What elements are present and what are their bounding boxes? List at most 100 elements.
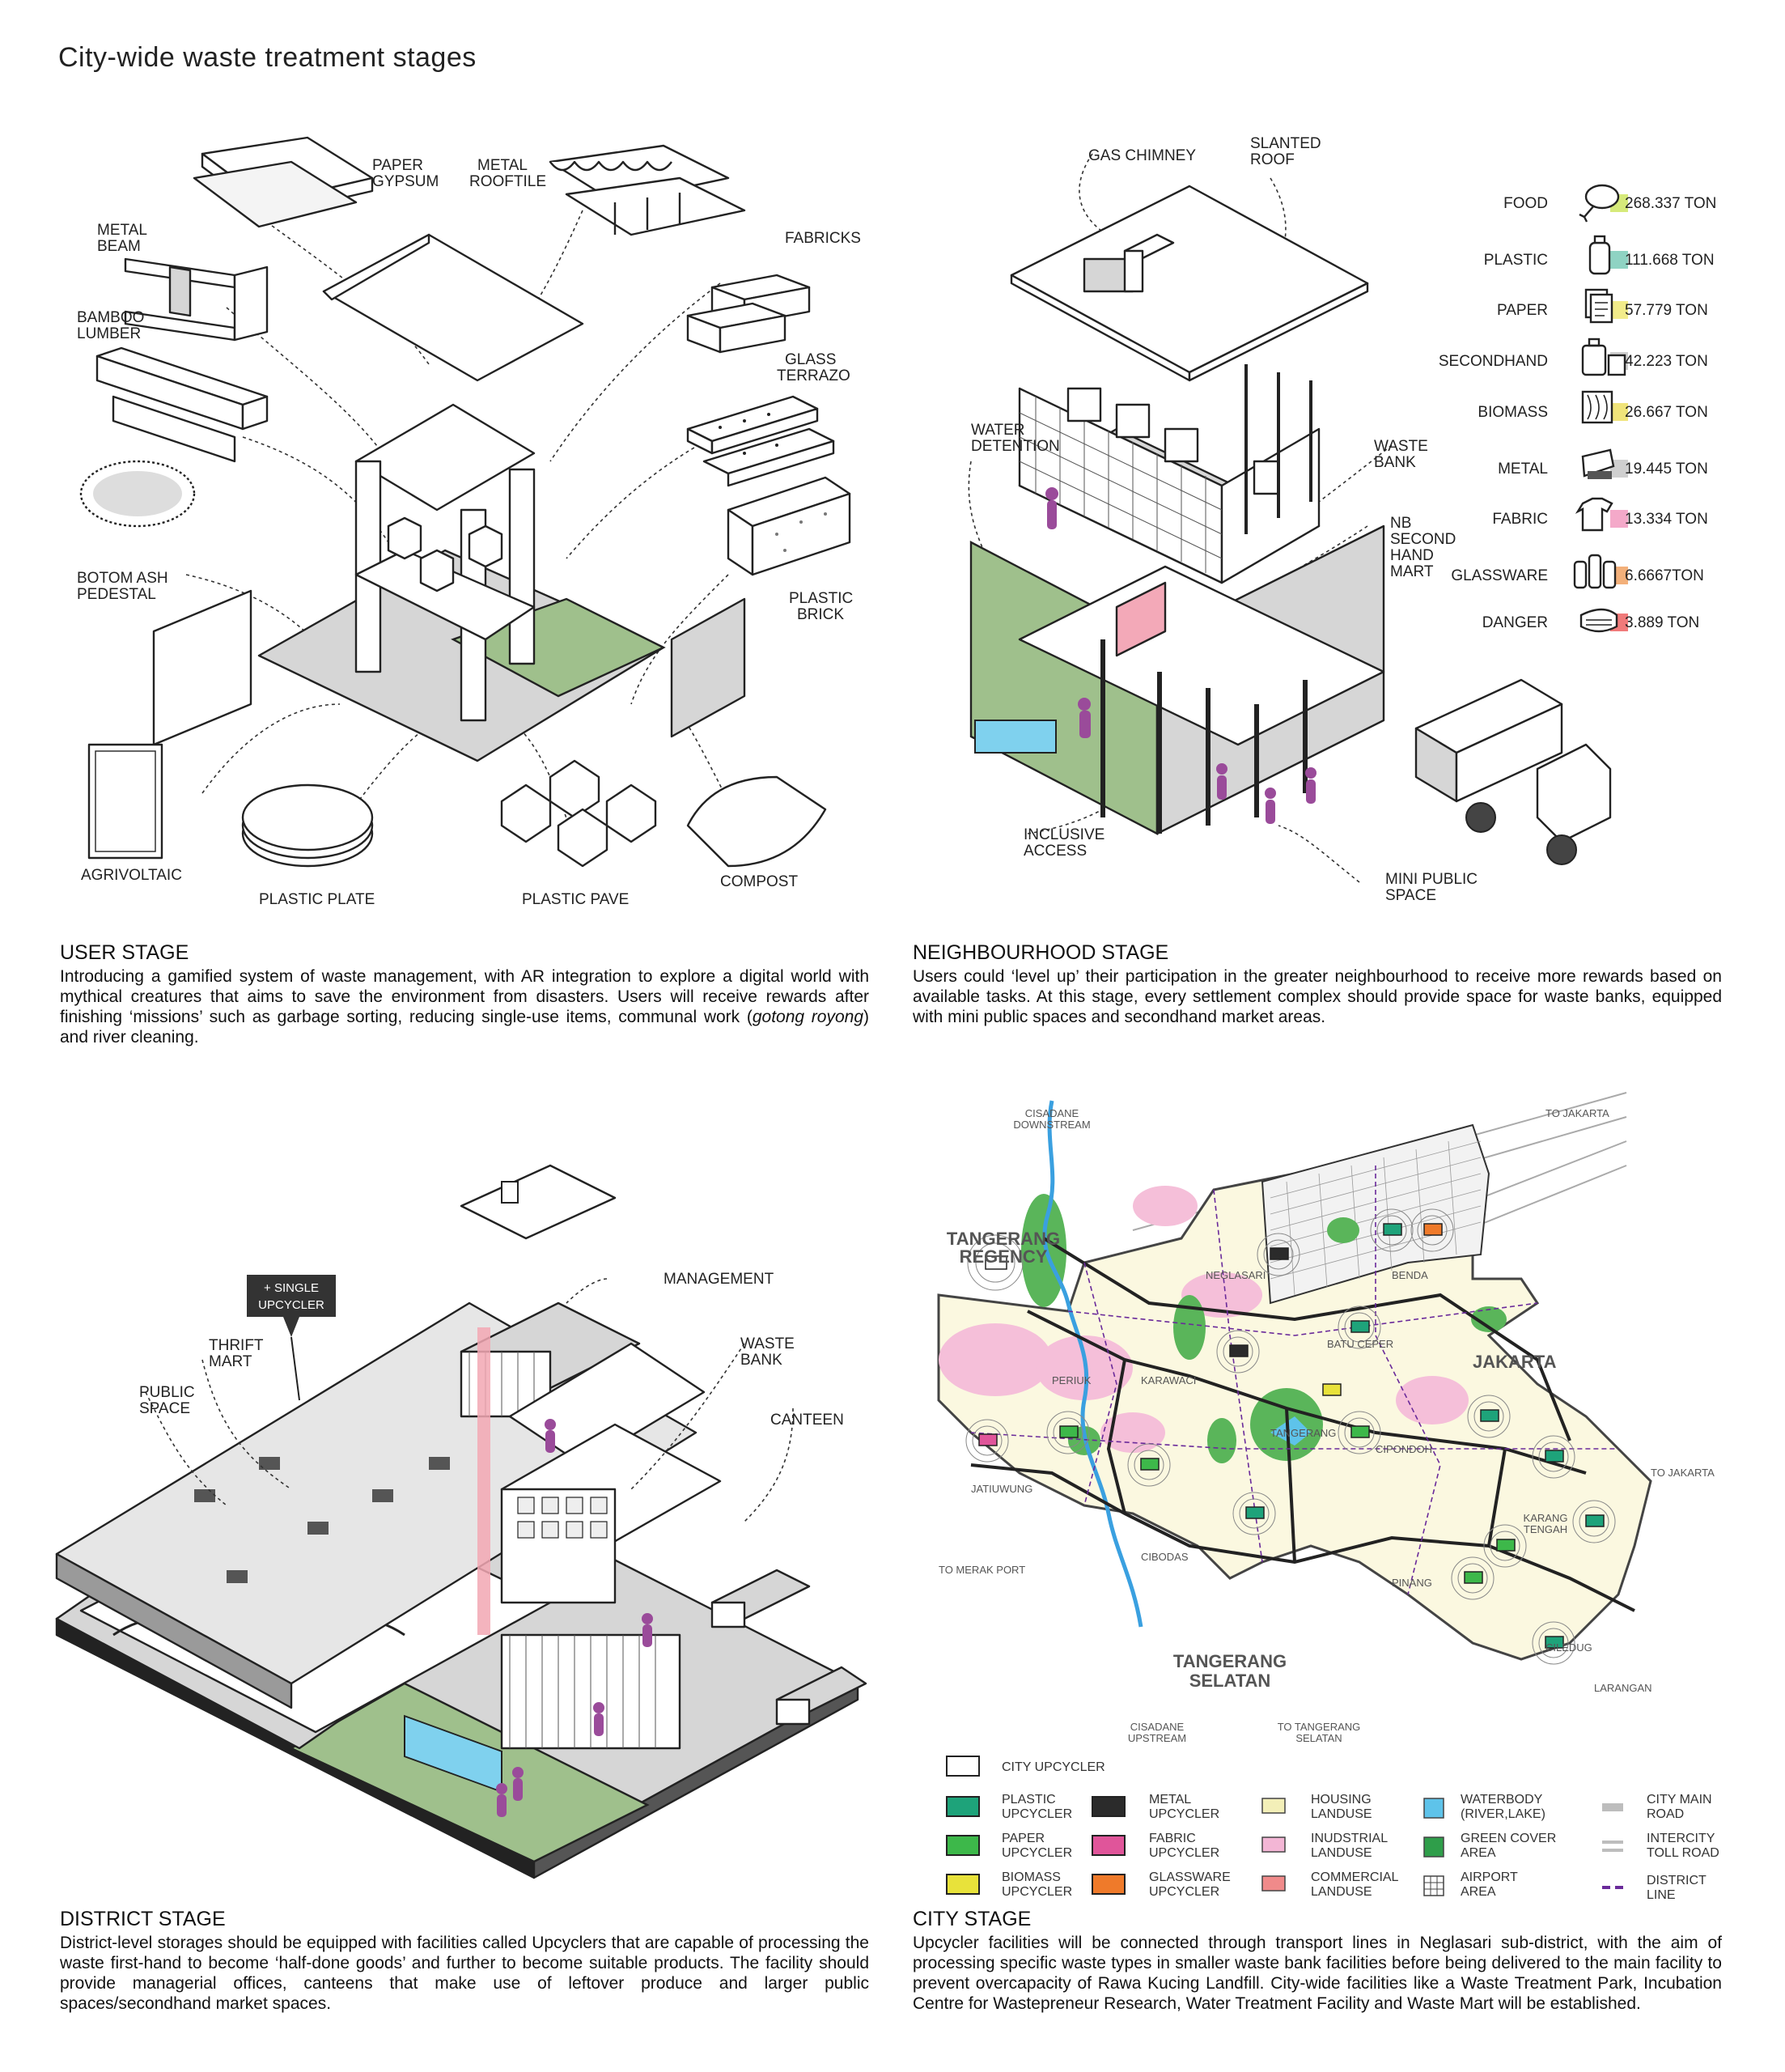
paper-stack-icon xyxy=(1584,288,1613,324)
plastic-brick-icon xyxy=(727,476,851,576)
svg-text:111.668 TON: 111.668 TON xyxy=(1625,252,1715,269)
waste-row: GLASSWARE 6.6667TON xyxy=(1451,554,1704,589)
label-plastic-plate: PLASTIC PLATE xyxy=(259,891,375,908)
upcycler-stations xyxy=(965,1208,1616,1665)
neighbourhood-stage-body: Users could ‘level up’ their participati… xyxy=(913,967,1722,1026)
map-label-jatiuwung: JATIUWUNG xyxy=(971,1483,1032,1495)
map-label-cibodas: CIBODAS xyxy=(1141,1551,1189,1563)
page-title: City-wide waste treatment stages xyxy=(58,42,477,73)
waste-row: DANGER 3.889 TON xyxy=(1482,608,1699,633)
waste-row: PAPER 57.779 TON xyxy=(1497,288,1708,324)
neighbourhood-base-icon xyxy=(969,524,1385,835)
compost-icon xyxy=(686,775,827,868)
waste-row: FABRIC 13.334 TON xyxy=(1492,497,1708,532)
svg-text:19.445 TON: 19.445 TON xyxy=(1625,461,1708,478)
neighbourhood-stage-heading: NEIGHBOURHOOD STAGE xyxy=(913,941,1169,964)
suitcase-icon xyxy=(1581,338,1626,376)
plastic-plate-icon xyxy=(241,783,374,868)
district-stage-heading: DISTRICT STAGE xyxy=(60,1908,226,1930)
map-label-pinang: PINANG xyxy=(1392,1577,1432,1589)
map-label-jakarta: JAKARTA xyxy=(1473,1352,1557,1372)
pavilion-wall-icon xyxy=(670,597,746,738)
waste-quantity-table: FOOD 268.337 TON PLASTIC 111.668 TON PAP… xyxy=(1439,184,1716,633)
svg-text:PAPER: PAPER xyxy=(1497,302,1548,319)
district-stage-body: District-level storages should be equipp… xyxy=(60,1934,869,2013)
botom-ash-pedestal-icon xyxy=(79,460,196,528)
svg-text:26.667 TON: 26.667 TON xyxy=(1625,404,1708,421)
bottle-icon xyxy=(1588,235,1611,275)
svg-text:PLASTIC: PLASTIC xyxy=(1484,252,1548,269)
people-icons xyxy=(1045,487,1316,824)
drumstick-icon xyxy=(1579,184,1620,223)
waste-row: FOOD 268.337 TON xyxy=(1503,184,1716,223)
metal-beam-icon xyxy=(124,257,269,342)
svg-text:BIOMASS: BIOMASS xyxy=(1478,404,1548,421)
dump-truck-icon xyxy=(1414,678,1612,865)
map-label-periuk: PERIUK xyxy=(1052,1374,1092,1386)
plastic-pave-icon xyxy=(500,759,657,868)
mask-icon xyxy=(1579,608,1618,633)
agrivoltaic-icon xyxy=(87,589,252,860)
svg-text:13.334 TON: 13.334 TON xyxy=(1625,511,1708,528)
legend-item-waterbody: WATERBODY(RIVER,LAKE) xyxy=(1423,1793,1545,1821)
map-label-neglasari: NEGLASARI xyxy=(1206,1269,1266,1281)
svg-text:3.889 TON: 3.889 TON xyxy=(1625,614,1699,631)
district-stage-caption: DISTRICT STAGE District-level storages s… xyxy=(60,1908,869,2014)
label-fabricks: FABRICKS xyxy=(785,230,861,247)
city-stage-heading: CITY STAGE xyxy=(913,1908,1032,1930)
map-label-to-merak-port: TO MERAK PORT xyxy=(939,1564,1025,1576)
metal-rooftile-icon xyxy=(549,144,746,236)
waste-row: SECONDHAND 42.223 TON xyxy=(1439,338,1708,376)
map-label-benda: BENDA xyxy=(1392,1269,1428,1281)
district-hall-icon xyxy=(55,1301,697,1750)
user-stage-heading: USER STAGE xyxy=(60,941,189,964)
map-label-to-jakarta-top: TO JAKARTA xyxy=(1545,1107,1609,1119)
pavilion-frame-icon xyxy=(257,403,666,762)
pavilion-roof-icon xyxy=(322,233,584,382)
tshirt-icon xyxy=(1575,497,1613,532)
fabricks-icon xyxy=(686,274,811,354)
svg-text:6.6667TON: 6.6667TON xyxy=(1625,567,1704,584)
green-cover xyxy=(1021,1194,1507,1463)
paper-gypsum-icon xyxy=(193,136,374,228)
waste-row: PLASTIC 111.668 TON xyxy=(1484,235,1715,275)
map-label-batu-ceper: BATU CEPER xyxy=(1327,1338,1393,1350)
district-people-icons xyxy=(496,1419,653,1817)
map-label-cipondoh: CIPONDOH xyxy=(1376,1443,1432,1455)
waste-row: BIOMASS 26.667 TON xyxy=(1478,390,1708,424)
svg-text:GLASSWARE: GLASSWARE xyxy=(1451,567,1548,584)
bamboo-lumber-icon xyxy=(95,346,269,463)
label-management: MANAGEMENT xyxy=(664,1271,774,1288)
